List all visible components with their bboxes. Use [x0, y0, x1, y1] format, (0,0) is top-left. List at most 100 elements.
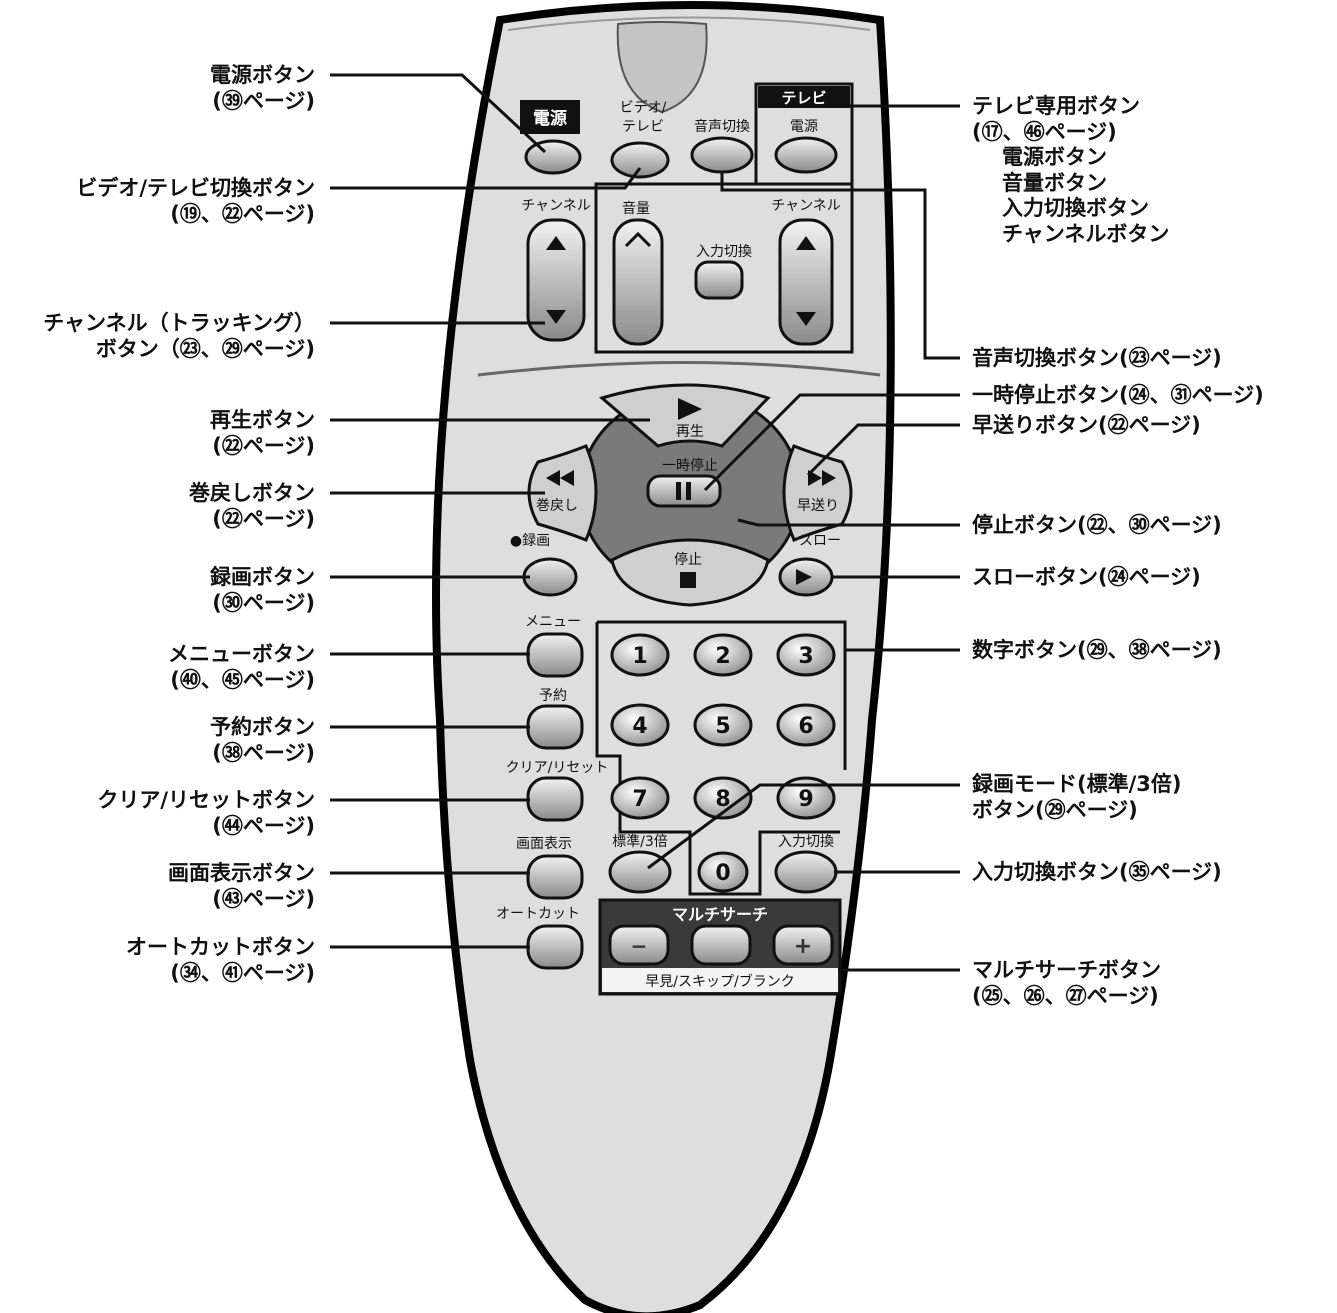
multi-plus-button[interactable]: +	[772, 924, 834, 966]
callout-stop: 停止ボタン(㉒、㉚ページ)	[972, 513, 1222, 537]
ffwd-label: 早送り	[797, 498, 839, 514]
audio-switch-label: 音声切換	[694, 118, 750, 135]
menu-label: メニュー	[525, 614, 581, 630]
callout-record: 録画ボタン(㉚ページ)	[210, 565, 315, 615]
callout-multi-search: マルチサーチボタン(㉕、㉖、㉗ページ)	[972, 958, 1161, 1008]
pause-icon	[676, 482, 681, 500]
auto-cut-button[interactable]	[526, 924, 584, 970]
play-label: 再生	[676, 424, 704, 440]
svg-text:+: +	[794, 934, 812, 959]
tv-power-button[interactable]	[774, 136, 838, 174]
callout-input-switch: 入力切換ボタン(㉟ページ)	[972, 860, 1222, 884]
svg-text:6: 6	[798, 714, 813, 739]
auto-cut-label: オートカット	[496, 906, 580, 922]
display-button[interactable]	[526, 854, 584, 900]
volume-up-icon	[624, 231, 652, 248]
rewind-icon	[546, 470, 560, 486]
audio-switch-button[interactable]	[690, 136, 754, 174]
stop-icon	[680, 572, 696, 588]
timer-label: 予約	[539, 688, 567, 704]
svg-text:3: 3	[798, 644, 813, 669]
video-tv-label: ビデオ/	[620, 99, 667, 116]
digit-3-button[interactable]: 3	[776, 633, 836, 677]
slow-icon	[796, 569, 812, 585]
digit-4-button[interactable]: 4	[610, 703, 670, 747]
callout-timer: 予約ボタン(㊳ページ)	[210, 715, 315, 765]
tv-only-frame-lower	[594, 182, 854, 354]
svg-text:9: 9	[798, 787, 813, 812]
svg-text:0: 0	[715, 861, 730, 886]
slow-label: スロー	[799, 533, 841, 549]
rewind-button[interactable]	[527, 444, 598, 542]
channel-down-icon	[546, 310, 566, 324]
video-tv-button[interactable]	[610, 141, 670, 179]
channel-rocker[interactable]	[526, 218, 586, 342]
digit-2-button[interactable]: 2	[693, 633, 753, 677]
mode-label: 標準/3倍	[612, 834, 668, 850]
tv-input-label: 入力切換	[696, 244, 752, 260]
callout-clear-reset: クリア/リセットボタン(㊹ページ)	[97, 788, 315, 838]
tv-header-label: テレビ	[781, 89, 826, 107]
pause-button[interactable]	[646, 474, 722, 508]
channel-left-label: チャンネル	[521, 198, 591, 214]
pause-label: 一時停止	[662, 457, 718, 474]
video-tv-label-2: テレビ	[622, 119, 664, 135]
ir-window	[616, 21, 708, 114]
digit-0-button[interactable]: 0	[697, 851, 749, 893]
multi-center-button[interactable]	[690, 924, 752, 966]
callout-auto-cut: オートカットボタン(㉞、㊶ページ)	[126, 935, 315, 985]
clear-reset-button[interactable]	[526, 776, 584, 822]
tv-input-button[interactable]	[694, 260, 744, 300]
callout-display: 画面表示ボタン(㊸ページ)	[168, 861, 315, 911]
multi-search-header: マルチサーチ	[672, 905, 768, 924]
input-label: 入力切換	[778, 834, 834, 850]
tv-channel-rocker[interactable]	[778, 218, 834, 346]
callout-rewind: 巻戻しボタン(㉒ページ)	[189, 481, 315, 531]
svg-text:4: 4	[632, 714, 647, 739]
svg-text:−: −	[631, 934, 648, 958]
callout-pause: 一時停止ボタン(㉔、㉛ページ)	[972, 383, 1264, 407]
tv-channel-up-icon	[796, 236, 816, 250]
digit-9-button[interactable]: 9	[776, 776, 836, 820]
record-label: ●録画	[510, 533, 550, 549]
callout-audio-switch: 音声切換ボタン(㉓ページ)	[972, 346, 1222, 370]
digit-5-button[interactable]: 5	[693, 703, 753, 747]
callout-power: 電源ボタン(㊴ページ)	[210, 63, 315, 113]
svg-text:8: 8	[715, 787, 730, 812]
menu-button[interactable]	[526, 632, 584, 678]
callout-digits: 数字ボタン(㉙、㊳ページ)	[972, 638, 1222, 662]
multi-search-footer: 早見/スキップ/ブランク	[645, 973, 794, 990]
digit-7-button[interactable]: 7	[610, 776, 670, 820]
multi-minus-button[interactable]: −	[608, 924, 670, 966]
power-label: 電源	[533, 108, 567, 129]
stop-label: 停止	[674, 551, 702, 568]
clear-reset-label: クリア/リセット	[506, 760, 609, 776]
rewind-label: 巻戻し	[536, 498, 578, 514]
callout-video-tv: ビデオ/テレビ切換ボタン(⑲、㉒ページ)	[76, 176, 315, 226]
callout-menu: メニューボタン(㊵、㊺ページ)	[168, 642, 315, 692]
power-button[interactable]	[524, 139, 582, 175]
ffwd-icon	[808, 470, 822, 486]
tv-volume-rocker[interactable]	[612, 218, 664, 346]
callout-record-mode: 録画モード(標準/3倍)ボタン(㉙ページ)	[972, 772, 1182, 822]
callout-tv-only: テレビ専用ボタン (⑰、㊻ページ) 電源ボタン 音量ボタン 入力切換ボタン チャ…	[972, 94, 1170, 247]
callout-slow: スローボタン(㉔ページ)	[972, 565, 1201, 589]
play-icon	[678, 398, 702, 420]
svg-text:1: 1	[632, 644, 647, 669]
tv-channel-down-icon	[796, 312, 816, 326]
callout-play: 再生ボタン(㉒ページ)	[210, 408, 315, 458]
timer-button[interactable]	[526, 704, 584, 750]
channel-up-icon	[546, 236, 566, 250]
channel-right-label: チャンネル	[771, 198, 841, 214]
callout-channel: チャンネル（トラッキング）ボタン（㉓、㉙ページ)	[43, 311, 315, 361]
digit-6-button[interactable]: 6	[776, 703, 836, 747]
digit-8-button[interactable]: 8	[693, 776, 753, 820]
leader-lines	[330, 73, 960, 972]
display-label: 画面表示	[516, 836, 572, 852]
input-switch-button[interactable]	[774, 850, 838, 894]
record-button[interactable]	[522, 557, 578, 597]
svg-text:2: 2	[715, 644, 730, 669]
digit-1-button[interactable]: 1	[610, 633, 670, 677]
